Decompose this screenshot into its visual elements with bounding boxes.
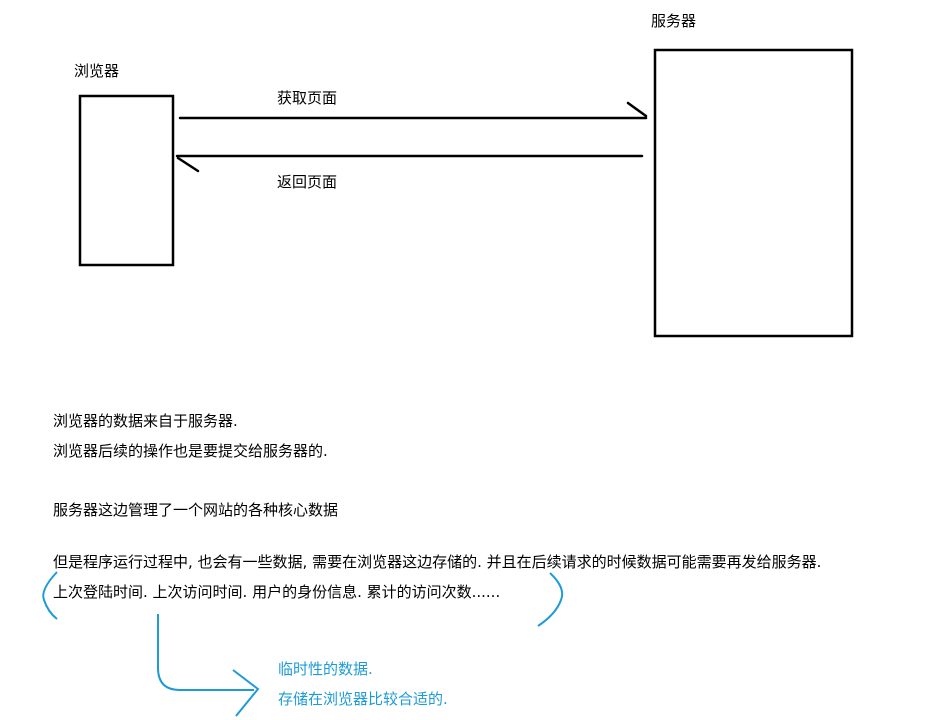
response-label: 返回页面	[277, 173, 338, 191]
response-arrow	[175, 154, 644, 173]
note-line-4: 但是程序运行过程中, 也会有一些数据, 需要在浏览器这边存储的. 并且在后续请求…	[53, 553, 822, 571]
server-box	[653, 48, 854, 338]
note-line-5: 上次登陆时间. 上次访问时间. 用户的身份信息. 累计的访问次数......	[53, 583, 501, 601]
right-brace	[537, 572, 564, 627]
annotation-line-1: 临时性的数据.	[278, 660, 373, 678]
note-line-3: 服务器这边管理了一个网站的各种核心数据	[53, 501, 339, 519]
browser-box	[78, 94, 175, 267]
left-brace	[42, 571, 58, 620]
request-label: 获取页面	[277, 89, 338, 107]
browser-label: 浏览器	[74, 62, 120, 80]
server-label: 服务器	[651, 12, 697, 30]
annotation-line-2: 存储在浏览器比较合适的.	[278, 690, 448, 708]
note-line-2: 浏览器后续的操作也是要提交给服务器的.	[53, 442, 328, 460]
request-arrow	[178, 101, 648, 120]
annotation-arrow	[157, 614, 254, 691]
annotation-arrowhead	[232, 669, 260, 717]
note-line-1: 浏览器的数据来自于服务器.	[53, 412, 238, 430]
